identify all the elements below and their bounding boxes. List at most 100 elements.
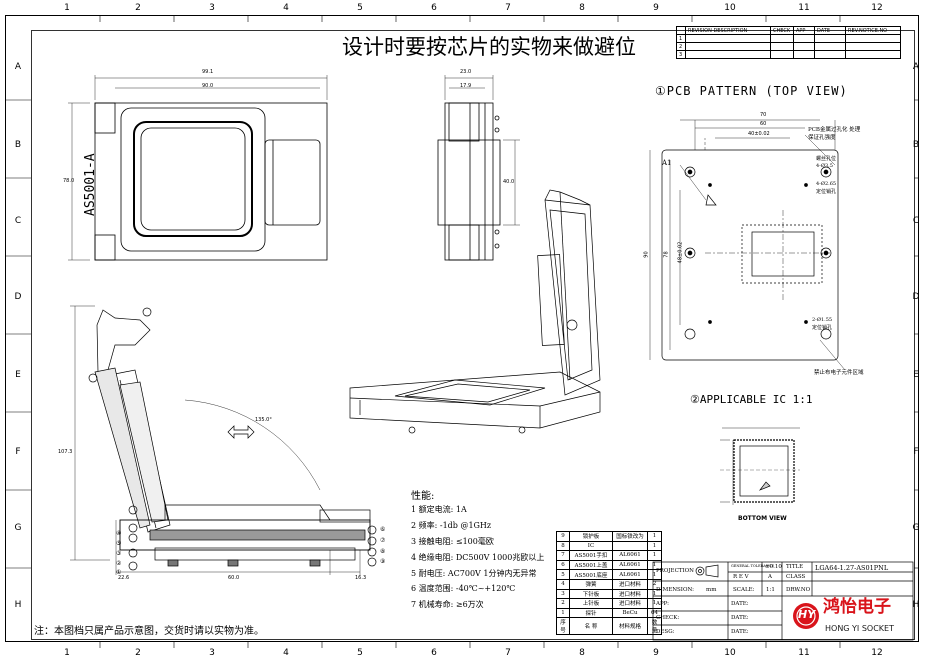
dim-text: 23.0 [460, 69, 472, 75]
zone-row-label: H [14, 600, 22, 610]
logo-letters: HY [798, 608, 816, 621]
rev-header: REV.NOTICE.NO [845, 26, 901, 35]
zone-row-label: G [912, 523, 920, 533]
zone-row-label: F [913, 447, 919, 457]
class-label: CLASS [786, 574, 806, 580]
rev-header: APP [793, 26, 815, 35]
balloon-label: ⑥ [380, 526, 386, 533]
performance-item: 3 接触电阻: ≤100毫欧 [411, 537, 494, 546]
zone-col-label: 6 [431, 648, 437, 658]
bom-cell: 2 [556, 598, 570, 609]
zone-col-label: 10 [724, 648, 736, 658]
balloon-label: ⑦ [380, 537, 386, 544]
performance-item: 7 机械寿命: ≥6万次 [411, 600, 484, 609]
dim-text: 22.6 [118, 575, 130, 581]
company-name-en: HONG YI SOCKET [825, 624, 894, 633]
rev-header: CHECK [770, 26, 794, 35]
bom-cell: BeCu [612, 607, 648, 619]
zone-col-label: 2 [135, 3, 141, 13]
balloon-label: ③ [116, 550, 122, 557]
bom-cell: 1 [647, 531, 662, 542]
zone-row-label: D [912, 292, 920, 302]
zone-col-label: 3 [209, 3, 215, 13]
dim-text: 99.1 [202, 69, 214, 75]
scale-label: SCALE: [733, 587, 755, 593]
bom-cell: 数量 [647, 617, 662, 636]
zone-row-label: A [912, 62, 920, 72]
bom-cell [612, 540, 648, 552]
dim-text: 78.0 [63, 178, 75, 184]
zone-dividers [5, 15, 919, 648]
bom-cell: 探针 [569, 607, 613, 619]
rev-mark: 2 [676, 42, 686, 51]
bom-cell: 序号 [556, 617, 570, 636]
pcb-pattern-title: ①PCB PATTERN (TOP VIEW) [655, 84, 848, 98]
performance-item: 1 额定电流: 1A [411, 505, 467, 514]
title-value: LGA64-1.27-AS01PNL [815, 564, 889, 572]
title-label: TITLE [786, 564, 804, 570]
socket-top-view [68, 75, 328, 261]
applicable-ic-title: ②APPLICABLE IC 1:1 [690, 393, 813, 406]
bom-cell: 弹簧 [569, 578, 613, 590]
zone-col-label: 9 [653, 648, 659, 658]
dimension-label: DIMENSION: [656, 587, 694, 593]
date-label: DATE: [731, 629, 749, 635]
balloon-label: ② [116, 560, 122, 567]
pin-a1-label: A1 [662, 159, 672, 167]
bom-cell: 1 [647, 540, 662, 552]
zone-col-label: 12 [871, 648, 883, 658]
bom-cell: AL6061 [612, 569, 648, 580]
bom-cell: 下针板 [569, 588, 613, 600]
pcb-note: 禁止布电子元件区域 [814, 370, 864, 376]
pcb-note: 保证孔强度 [808, 135, 836, 141]
rev-label: R E V [733, 574, 749, 580]
scale-value: 1:1 [766, 587, 775, 593]
socket-isometric-view [349, 189, 601, 434]
zone-row-label: E [15, 370, 21, 380]
zone-col-label: 7 [505, 3, 511, 13]
zone-col-label: 5 [357, 3, 363, 13]
dim-text: 60.0 [228, 575, 240, 581]
bom-cell: 8 [556, 540, 570, 552]
inner-frame [31, 30, 915, 640]
bom-cell: IC [569, 540, 613, 552]
bom-cell: 上针板 [569, 598, 613, 609]
zone-col-label: 10 [724, 3, 736, 13]
bom-cell: 进口材料 [612, 578, 648, 590]
pcb-note: 螺丝孔位 [816, 156, 837, 162]
zone-row-label: F [15, 447, 21, 457]
bom-footer: 序号名 称材料规格数量 [556, 617, 662, 636]
bom-cell: 材料规格 [612, 617, 648, 636]
zone-col-label: 7 [505, 648, 511, 658]
zone-row-label: E [913, 370, 919, 380]
performance-item: 2 频率: -1db @1GHz [411, 521, 492, 530]
dim-text: 60 [760, 121, 767, 127]
performance-item: 4 绝缘电阻: DC500V 1000兆欧以上 [411, 553, 545, 562]
zone-row-label: H [912, 600, 920, 610]
bom-cell: 锁护板 [569, 531, 613, 542]
bom-cell: AS5001上盖 [569, 559, 613, 571]
dim-text: 70 [760, 112, 767, 118]
dim-text: 90 [643, 251, 650, 258]
zone-row-label: B [912, 140, 920, 150]
zone-row-label: B [14, 140, 22, 150]
footer-note: 注：本图档只属产品示意图，交货时请以实物为准。 [34, 626, 264, 637]
zone-col-label: 6 [431, 3, 437, 13]
bom-cell: 进口材料 [612, 588, 648, 600]
outer-frame [5, 15, 919, 642]
projection-label: PROJECTION [656, 568, 694, 574]
balloon-label: ① [116, 569, 122, 576]
bom-cell: AL6061 [612, 550, 648, 561]
bom-cell: 进口材料 [612, 598, 648, 609]
company-name-cn: 鸿怡电子 [823, 597, 891, 617]
pcb-note: 4-Ø2.65 [816, 181, 837, 187]
zone-row-label: G [14, 523, 22, 533]
balloon-label: ⑨ [380, 558, 386, 565]
zone-row-label: C [912, 216, 920, 226]
